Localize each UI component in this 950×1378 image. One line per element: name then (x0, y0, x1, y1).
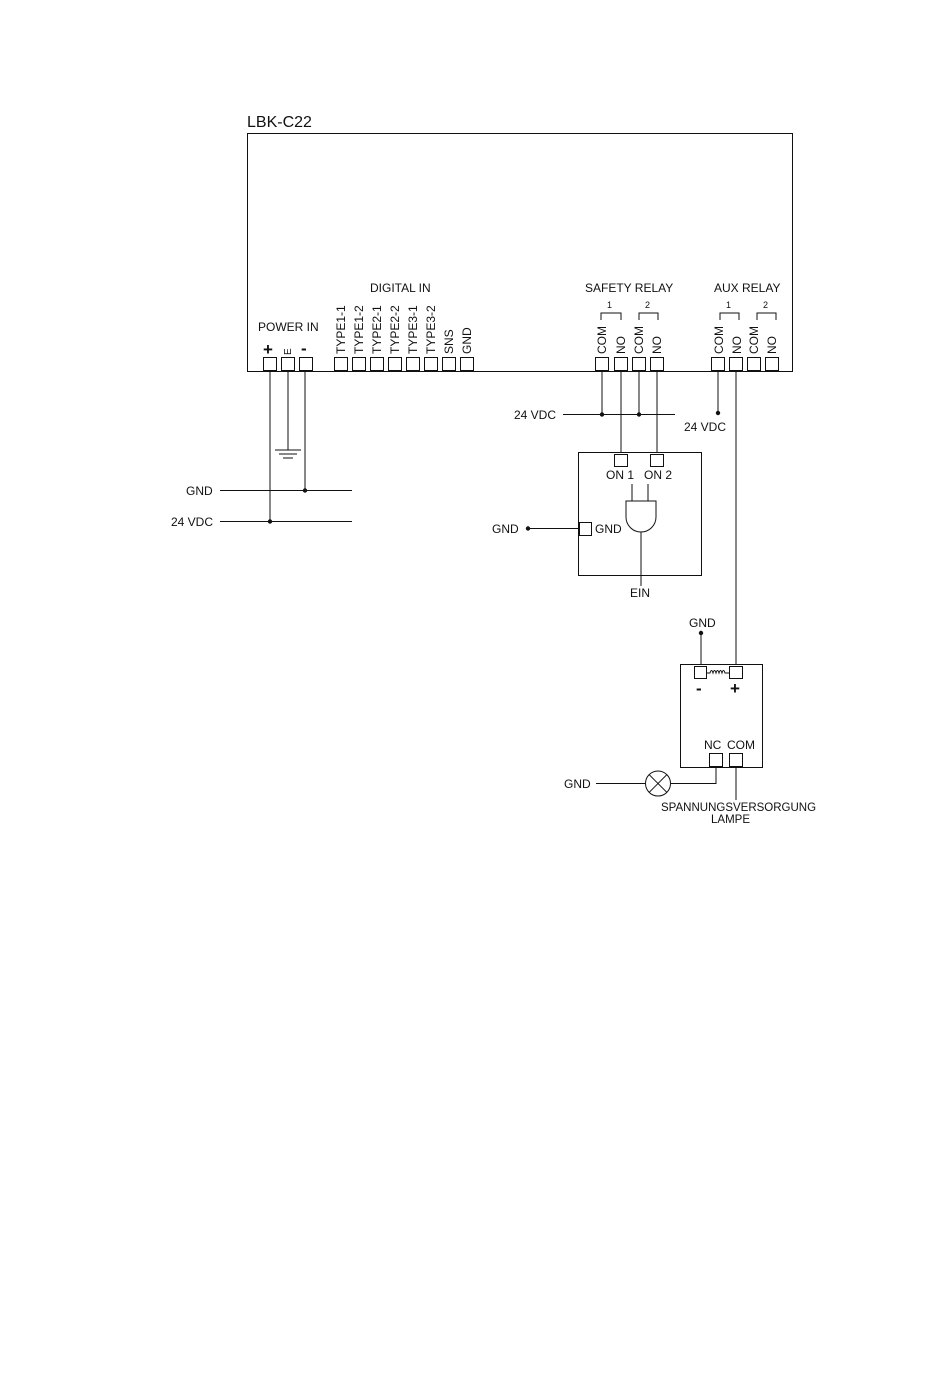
terminal-digital-in (443, 358, 456, 371)
safety-relay-group-2: 2 (645, 300, 650, 310)
digital-in-terminal-label: SNS (442, 329, 456, 354)
terminal-on2 (651, 455, 664, 467)
supply-24vdc-label: 24 VDC (171, 515, 213, 529)
terminal-power-minus (300, 358, 313, 371)
terminal-digital-in (407, 358, 420, 371)
terminal-aux-no-2 (766, 358, 779, 371)
digital-in-label: DIGITAL IN (370, 281, 431, 295)
power-minus-sign: - (301, 339, 307, 358)
terminal-aux-com-1 (712, 358, 725, 371)
coil-com-label: COM (727, 738, 755, 752)
on1-label: ON 1 (606, 468, 634, 482)
aux-relay-terminal-label: NO (730, 336, 744, 354)
digital-in-terminal-label: TYPE3-1 (406, 305, 420, 354)
terminal-safety-com-1 (596, 358, 609, 371)
junction-dot (716, 411, 720, 415)
junction-dot (303, 488, 307, 492)
junction-dot (268, 519, 272, 523)
power-earth-label: E (283, 348, 294, 355)
digital-in-terminal-label: GND (460, 327, 474, 354)
digital-in-terminal-label: TYPE1-2 (352, 305, 366, 354)
terminal-aux-no-1 (730, 358, 743, 371)
safety-relay-terminal-label: COM (632, 326, 646, 354)
on2-label: ON 2 (644, 468, 672, 482)
supply-gnd-label: GND (186, 484, 213, 498)
device-title: LBK-C22 (247, 114, 312, 131)
terminal-safety-gnd (580, 523, 592, 536)
terminal-relay-com (730, 754, 743, 767)
safety-relay-terminal-label: COM (595, 326, 609, 354)
terminal-safety-no-1 (615, 358, 628, 371)
controller-box (248, 134, 793, 372)
junction-dot (600, 412, 604, 416)
safety-relay-label: SAFETY RELAY (585, 281, 673, 295)
coil-minus-sign: - (696, 679, 702, 698)
terminal-relay-nc (710, 754, 723, 767)
terminal-power-earth (282, 358, 295, 371)
terminal-aux-com-2 (748, 358, 761, 371)
safety-24vdc-label: 24 VDC (514, 408, 556, 422)
power-in-label: POWER IN (258, 320, 319, 334)
terminal-digital-in (389, 358, 402, 371)
safety-relay-terminal-label: NO (650, 336, 664, 354)
lamp-icon (646, 771, 671, 796)
aux-relay-label: AUX RELAY (714, 281, 780, 295)
junction-dot (526, 526, 530, 530)
terminal-digital-in (335, 358, 348, 371)
digital-in-terminal-label: TYPE1-1 (334, 305, 348, 354)
terminal-digital-in (353, 358, 366, 371)
coil-plus-sign: + (730, 679, 740, 698)
ground-symbol (275, 450, 301, 458)
lamp-supply-label-line2: LAMPE (711, 814, 750, 826)
aux-relay-group-1: 1 (726, 300, 731, 310)
aux-relay-terminal-label: COM (747, 326, 761, 354)
safety-module-gnd-terminal-label: GND (595, 522, 622, 536)
terminal-digital-in (425, 358, 438, 371)
digital-in-terminal-label: TYPE2-2 (388, 305, 402, 354)
terminal-safety-no-2 (651, 358, 664, 371)
coil-nc-label: NC (704, 738, 722, 752)
terminal-digital-in (461, 358, 474, 371)
safety-module-gnd-label: GND (492, 522, 519, 536)
aux-relay-group-2: 2 (763, 300, 768, 310)
terminal-coil-plus (730, 667, 743, 679)
terminal-power-plus (264, 358, 277, 371)
terminal-on1 (615, 455, 628, 467)
coil-relay-box (681, 665, 763, 768)
aux-24vdc-label: 24 VDC (684, 420, 726, 434)
lamp-gnd-label: GND (564, 777, 591, 791)
and-gate-symbol (626, 501, 656, 532)
junction-dot (637, 412, 641, 416)
digital-in-terminal-label: TYPE2-1 (370, 305, 384, 354)
coil-gnd-label: GND (689, 616, 716, 630)
terminal-safety-com-2 (633, 358, 646, 371)
safety-relay-group-1: 1 (607, 300, 612, 310)
terminal-coil-minus (695, 667, 707, 679)
aux-relay-terminal-label: COM (712, 326, 726, 354)
safety-relay-terminal-label: NO (614, 336, 628, 354)
wire-lamp-nc (671, 767, 716, 784)
lamp-supply-label-line1: SPANNUNGSVERSORGUNG (661, 802, 816, 814)
aux-relay-terminal-label: NO (765, 336, 779, 354)
terminal-digital-in (371, 358, 384, 371)
power-plus-sign: + (263, 340, 273, 359)
ein-label: EIN (630, 586, 650, 600)
digital-in-terminal-label: TYPE3-2 (424, 305, 438, 354)
